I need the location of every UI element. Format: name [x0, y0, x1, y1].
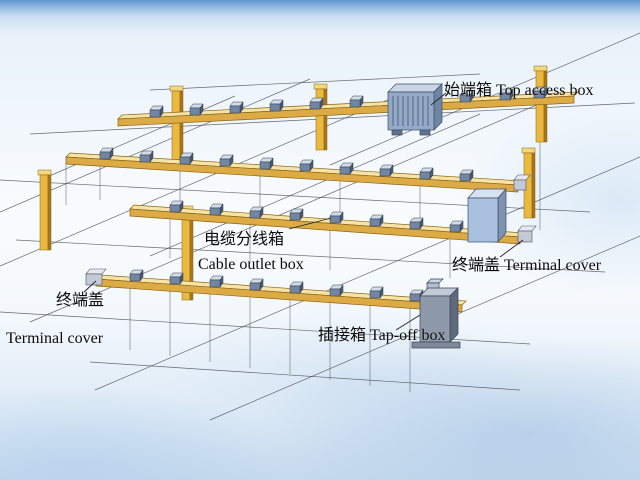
terminal-cover-caps [85, 174, 537, 286]
label-terminal-cover-right: 终端盖 Terminal cover [452, 257, 602, 274]
label-tap-off-box: 插接箱 Tap-off box [318, 327, 446, 344]
feeder-box-graphic [467, 188, 507, 243]
label-cable-outlet-box-en: Cable outlet box [198, 256, 304, 273]
busway-rail-second [65, 152, 523, 193]
label-cable-outlet-box-cn: 电缆分线箱 [204, 231, 285, 248]
label-terminal-cover-left-en: Terminal cover [6, 330, 104, 347]
column [37, 169, 52, 251]
terminal-cover-left [85, 268, 107, 286]
leader-lines [83, 92, 524, 331]
column [533, 65, 548, 143]
column [313, 83, 328, 151]
terminal-cover-right [517, 225, 537, 243]
hanger-rods [65, 142, 541, 392]
tap-off-box-graphic [411, 278, 461, 349]
label-terminal-cover-left-cn: 终端盖 [56, 292, 105, 309]
top-access-box-graphic [387, 83, 443, 136]
terminal-cover-upper-right [513, 174, 531, 191]
label-top-access-box: 始端箱 Top access box [444, 82, 594, 99]
